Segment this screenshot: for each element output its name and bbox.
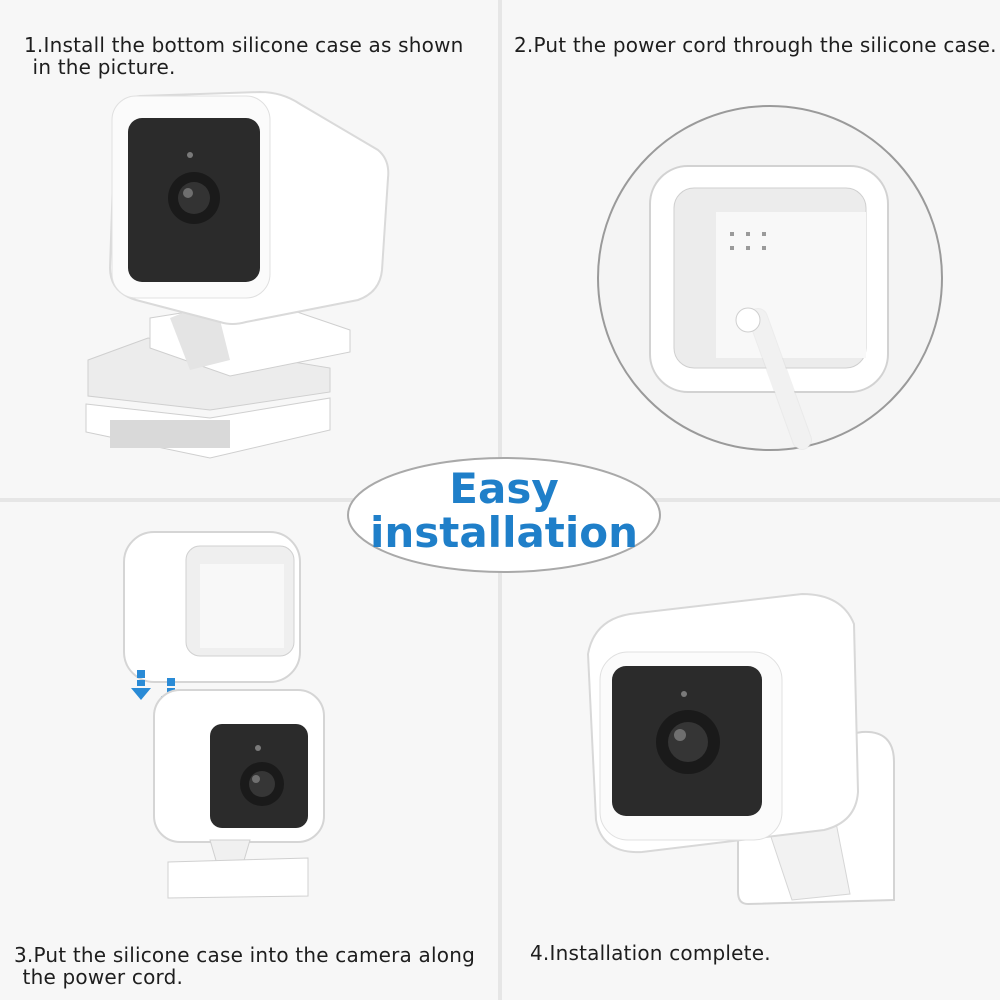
badge-ellipse bbox=[347, 457, 661, 573]
step-4-caption-line1: 4.Installation complete. bbox=[530, 941, 771, 965]
silicone-case-closeup-illustration bbox=[597, 105, 943, 451]
badge-title-line2: installation bbox=[369, 508, 639, 557]
step-1-caption: 1.Install the bottom silicone case as sh… bbox=[24, 34, 464, 78]
easy-installation-badge: Easy installation bbox=[346, 456, 662, 574]
step-1-caption-line2: in the picture. bbox=[26, 55, 176, 79]
step-4-caption: 4.Installation complete. bbox=[530, 942, 771, 964]
step-2-caption: 2.Put the power cord through the silicon… bbox=[514, 34, 997, 56]
installed-camera-illustration bbox=[586, 592, 895, 906]
step-3-caption-line1: 3.Put the silicone case into the camera … bbox=[14, 943, 475, 967]
step-4-panel: 4.Installation complete. bbox=[502, 502, 1000, 1000]
step-1-caption-line1: 1.Install the bottom silicone case as sh… bbox=[24, 33, 464, 57]
step-3-caption: 3.Put the silicone case into the camera … bbox=[14, 944, 475, 988]
step-2-panel: 2.Put the power cord through the silicon… bbox=[502, 0, 1000, 498]
badge-title-line1: Easy bbox=[449, 464, 559, 513]
step-2-caption-line1: 2.Put the power cord through the silicon… bbox=[514, 33, 997, 57]
step-3-panel: 3.Put the silicone case into the camera … bbox=[0, 502, 498, 1000]
step-1-panel: 1.Install the bottom silicone case as sh… bbox=[0, 0, 498, 498]
step-3-caption-line2: the power cord. bbox=[16, 965, 184, 989]
camera-with-base-illustration bbox=[85, 90, 390, 459]
case-onto-camera-illustration bbox=[123, 531, 325, 899]
